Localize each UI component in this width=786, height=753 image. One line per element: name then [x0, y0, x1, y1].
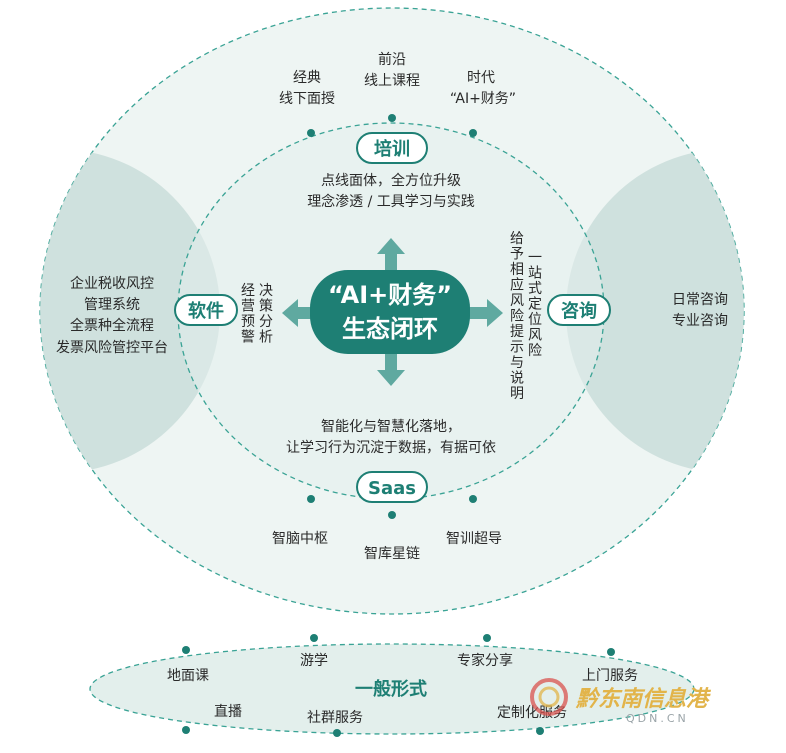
- ring-dot: [388, 114, 396, 122]
- pill-software: 软件: [174, 294, 238, 326]
- ring-dot: [310, 634, 318, 642]
- label-era-1: 时代: [467, 70, 495, 86]
- ring-dot: [536, 727, 544, 735]
- arrow-down-icon: [377, 350, 405, 386]
- pill-saas: Saas: [356, 471, 428, 503]
- ring-dot: [182, 726, 190, 734]
- form-item-expert: 专家分享: [457, 652, 513, 669]
- ring-dot: [483, 634, 491, 642]
- watermark-url: QDN.CN: [626, 712, 689, 725]
- ring-dot: [182, 646, 190, 654]
- vertical-text: 给予相应风险提示与说明: [510, 231, 524, 402]
- arrow-left-icon: [282, 299, 318, 327]
- form-item-community: 社群服务: [307, 710, 363, 726]
- center-line1: “AI+财务”: [328, 281, 452, 309]
- form-item-custom: 定制化服务: [497, 705, 567, 721]
- saas-desc-2: 让学习行为沉淀于数据，有据可依: [286, 440, 496, 456]
- training-desc-1: 点线面体，全方位升级: [321, 172, 461, 189]
- left-side-region: [40, 149, 220, 473]
- consult-item-2: 专业咨询: [672, 313, 728, 329]
- pill-consulting-label: 咨询: [561, 300, 597, 322]
- ring-dot: [607, 648, 615, 656]
- saas-desc-1: 智能化与智慧化落地，: [321, 419, 461, 435]
- label-classic-2: 线下面授: [279, 91, 335, 107]
- vertical-text: 一站式定位风险: [528, 250, 542, 359]
- label-classic-1: 经典: [293, 70, 321, 86]
- watermark-text: 黔东南信息港: [575, 686, 712, 712]
- form-item-study-tour: 游学: [300, 653, 328, 669]
- pill-consulting: 咨询: [547, 294, 611, 326]
- ring-dot: [333, 729, 341, 737]
- pill-training: 培训: [356, 132, 428, 164]
- ring-dot: [388, 511, 396, 519]
- software-vertical-decision: 决策分析: [259, 283, 273, 346]
- ring-dot: [307, 129, 315, 137]
- consult-vertical-hint: 给予相应风险提示与说明: [510, 231, 524, 402]
- consult-vertical-locate: 一站式定位风险: [528, 250, 542, 359]
- software-item-4: 发票风险管控平台: [56, 340, 168, 356]
- ring-dot: [469, 495, 477, 503]
- vertical-text: 决策分析: [259, 283, 273, 346]
- label-era-2: “AI+财务”: [450, 91, 516, 107]
- software-item-2: 管理系统: [84, 297, 140, 313]
- arrow-up-icon: [377, 238, 405, 275]
- general-form-title: 一般形式: [355, 678, 427, 700]
- vertical-text: 经营预警: [241, 283, 255, 346]
- form-item-ground: 地面课: [167, 668, 209, 684]
- software-item-3: 全票种全流程: [70, 317, 154, 334]
- ring-dot: [469, 129, 477, 137]
- right-side-region: [566, 149, 744, 473]
- pill-saas-label: Saas: [368, 478, 416, 499]
- form-item-onsite: 上门服务: [582, 668, 638, 684]
- center-badge: “AI+财务” 生态闭环: [310, 270, 470, 354]
- watermark-logo: [530, 678, 568, 716]
- label-frontier-2: 线上课程: [364, 73, 420, 89]
- label-frontier-1: 前沿: [378, 51, 406, 68]
- pill-software-label: 软件: [188, 300, 224, 322]
- label-smart-training: 智训超导: [446, 531, 502, 547]
- pill-training-label: 培训: [374, 138, 410, 160]
- arrows: [282, 238, 503, 386]
- label-think-tank: 智库星链: [364, 546, 420, 562]
- center-line2: 生态闭环: [342, 315, 438, 343]
- ring-dot: [307, 495, 315, 503]
- label-brain-hub: 智脑中枢: [272, 531, 328, 547]
- consult-item-1: 日常咨询: [672, 292, 728, 308]
- software-item-1: 企业税收风控: [70, 275, 154, 292]
- software-vertical-warning: 经营预警: [241, 283, 255, 346]
- training-desc-2: 理念渗透 / 工具学习与实践: [307, 193, 475, 210]
- arrow-right-icon: [467, 299, 503, 327]
- form-item-live: 直播: [214, 703, 242, 720]
